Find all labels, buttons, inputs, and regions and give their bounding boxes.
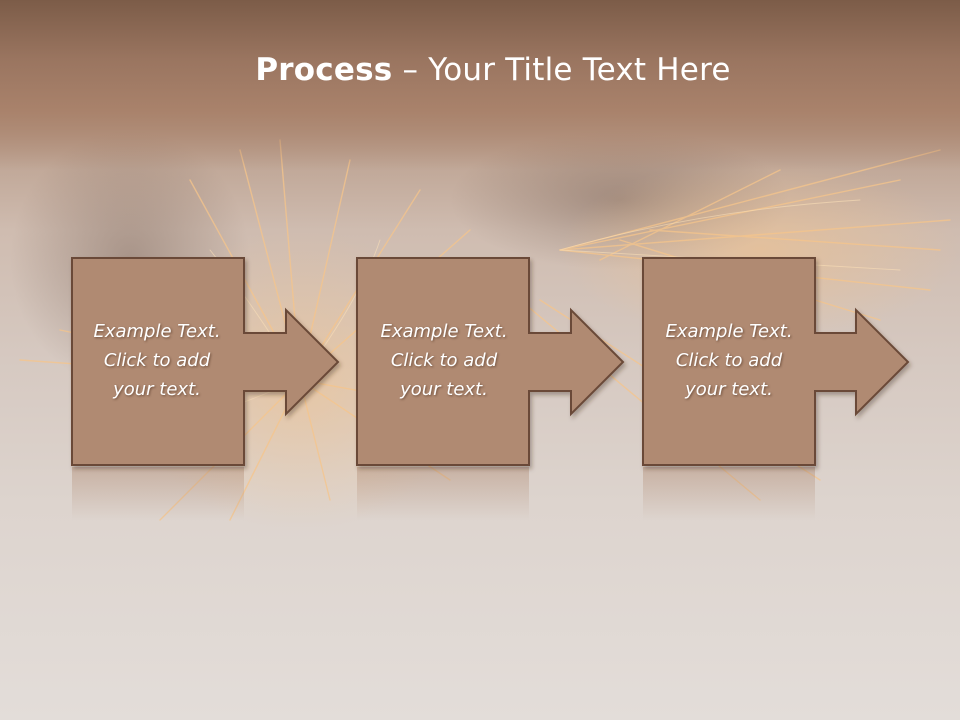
step-2-text[interactable]: Example Text. Click to add your text. bbox=[358, 300, 530, 420]
process-step-3[interactable] bbox=[642, 257, 910, 520]
step-3-box-arrow bbox=[642, 257, 910, 466]
step-3-reflection bbox=[643, 467, 815, 520]
step-3-text[interactable]: Example Text. Click to add your text. bbox=[643, 300, 815, 420]
step-1-reflection bbox=[72, 467, 244, 520]
step-1-box-arrow bbox=[71, 257, 340, 466]
step-2-line-3: your text. bbox=[400, 378, 488, 400]
step-1-line-3: your text. bbox=[113, 378, 201, 400]
step-2-line-1: Example Text. bbox=[380, 320, 508, 342]
step-1-line-2: Click to add bbox=[103, 349, 211, 371]
step-2-line-2: Click to add bbox=[390, 349, 498, 371]
step-3-line-3: your text. bbox=[685, 378, 773, 400]
step-1-line-1: Example Text. bbox=[93, 320, 221, 342]
title-rest-text: – Your Title Text Here bbox=[392, 52, 731, 88]
step-3-line-1: Example Text. bbox=[665, 320, 793, 342]
process-step-1[interactable] bbox=[71, 257, 340, 520]
step-1-text[interactable]: Example Text. Click to add your text. bbox=[71, 300, 243, 420]
step-3-line-2: Click to add bbox=[675, 349, 783, 371]
process-step-2[interactable] bbox=[356, 257, 625, 520]
slide-title[interactable]: Process – Your Title Text Here bbox=[0, 52, 960, 88]
title-band bbox=[0, 0, 960, 170]
step-2-box-arrow bbox=[356, 257, 625, 466]
title-bold-text: Process bbox=[255, 52, 393, 88]
step-2-reflection bbox=[357, 467, 529, 520]
